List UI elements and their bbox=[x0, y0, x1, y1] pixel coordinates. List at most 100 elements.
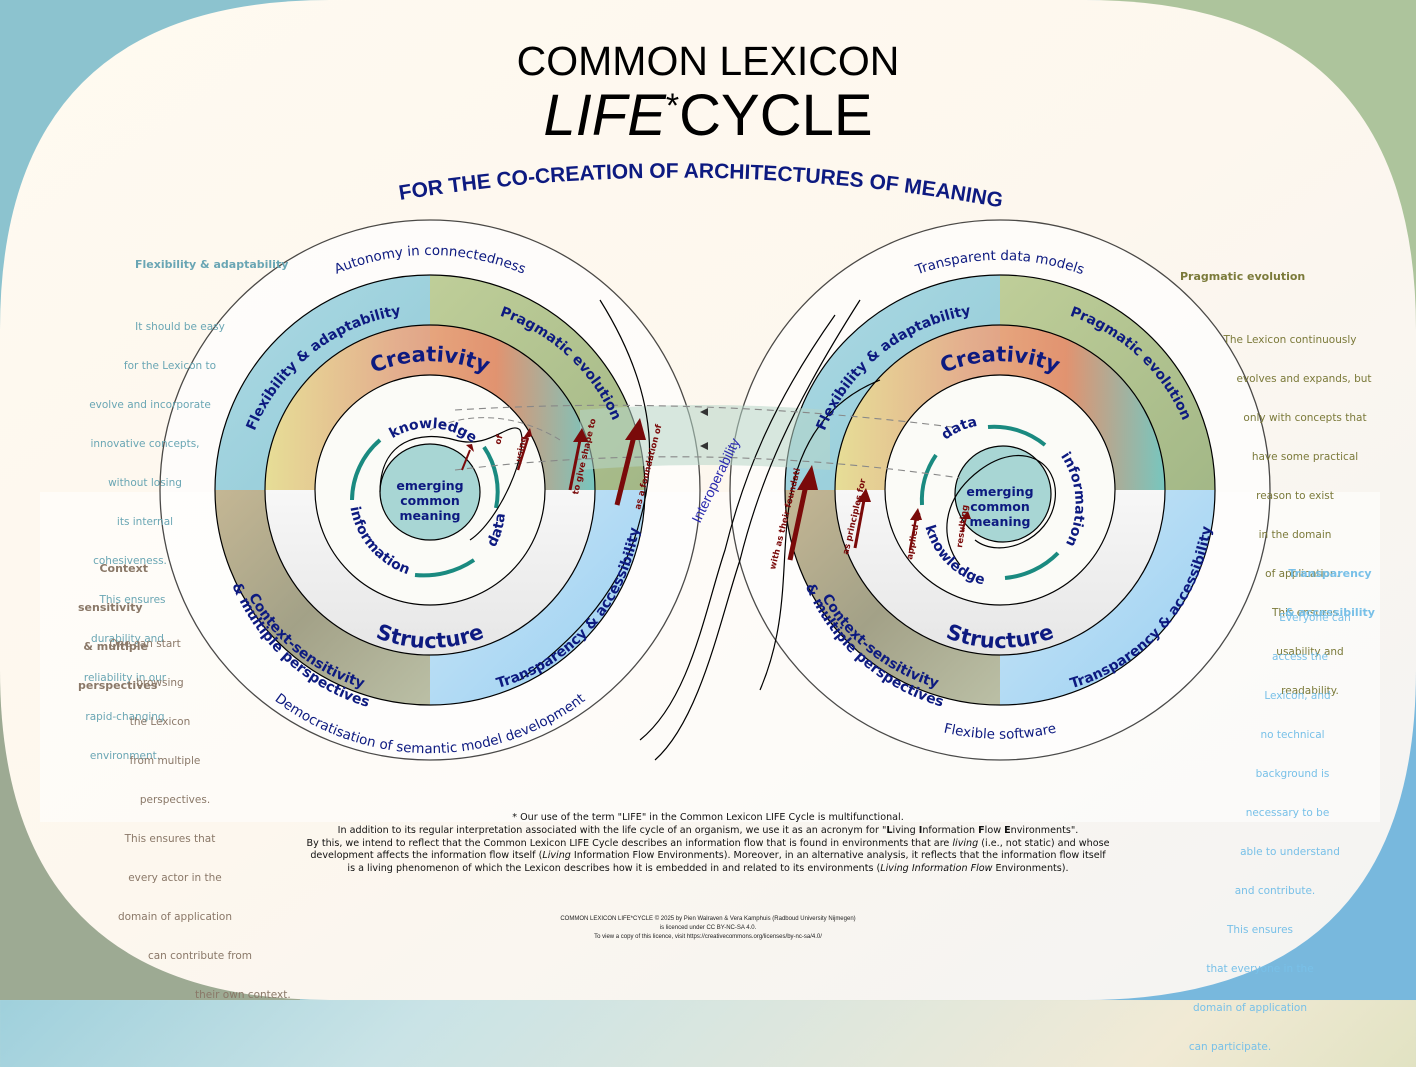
teal-arc bbox=[1004, 551, 1060, 580]
note-line: background is bbox=[1255, 768, 1330, 780]
pragmatic-note-heading: Pragmatic evolution bbox=[1180, 270, 1306, 283]
center-emerging-meaning bbox=[954, 445, 1052, 543]
pragmatic-note-body: The Lexicon continuously evolves and exp… bbox=[1215, 308, 1375, 711]
right-center-line2: common bbox=[970, 499, 1030, 514]
note-heading-line: sensitivity bbox=[78, 601, 143, 614]
acronym-letter: L bbox=[886, 824, 893, 836]
arrow-give-shape bbox=[568, 439, 582, 491]
footnote-text: (i.e., not static) and whose bbox=[978, 837, 1110, 849]
footnote-text: Environments). bbox=[992, 863, 1069, 875]
teal-arc bbox=[919, 453, 938, 506]
right-flow-arrows bbox=[787, 465, 971, 561]
right-center-line3: meaning bbox=[970, 514, 1031, 529]
footnote-text: ". bbox=[1070, 824, 1079, 836]
footnote-line-3: By this, we intend to reflect that the C… bbox=[0, 838, 1416, 851]
arrow-label-of: of bbox=[493, 434, 505, 446]
note-line: This ensures bbox=[1271, 607, 1339, 619]
note-line: environment. bbox=[89, 750, 161, 762]
note-heading-line: Context bbox=[99, 562, 148, 575]
teal-arc bbox=[350, 438, 382, 501]
spiral-line bbox=[946, 454, 1056, 566]
context-note-body: One can start browsing the Lexicon from … bbox=[85, 612, 290, 1015]
transparency-note-heading: Transparency & accessibility bbox=[1280, 541, 1380, 632]
note-line: necessary to be bbox=[1245, 807, 1330, 819]
left-center-line3: meaning bbox=[400, 508, 461, 523]
note-line: that everyone in the bbox=[1206, 963, 1314, 975]
right-lifecycle-circle bbox=[729, 219, 1271, 761]
note-heading-line: Transparency bbox=[1288, 567, 1372, 580]
flexibility-note-body: It should be easy for the Lexicon to evo… bbox=[60, 295, 230, 776]
note-line: its internal bbox=[116, 516, 174, 528]
arrow-principles bbox=[853, 499, 866, 549]
note-line: browsing bbox=[136, 677, 184, 689]
arrow-with-foundation bbox=[787, 484, 809, 561]
footnote-text: development affects the information flow… bbox=[310, 850, 543, 862]
title-line-2: LIFE*CYCLE bbox=[0, 82, 1416, 149]
note-line: rapid-changing bbox=[85, 711, 165, 723]
teal-arc bbox=[414, 558, 476, 578]
right-center-line1: emerging bbox=[966, 484, 1033, 499]
note-line: innovative concepts, bbox=[90, 438, 200, 450]
note-line: It should be easy bbox=[135, 321, 225, 333]
arrow-of bbox=[461, 449, 471, 471]
note-line: This ensures bbox=[1226, 924, 1294, 936]
credit-line-2: is licenced under CC BY-NC-SA 4.0. bbox=[659, 925, 757, 931]
note-line: access the bbox=[1272, 651, 1328, 663]
right-outer-bottom-label: Flexible software bbox=[942, 721, 1057, 743]
note-line: of application. bbox=[1265, 568, 1340, 580]
teal-arc bbox=[482, 445, 500, 509]
footnote-italic: living bbox=[952, 837, 979, 849]
note-line: in the domain bbox=[1258, 529, 1332, 541]
footnote-text: By this, we intend to reflect that the C… bbox=[306, 837, 953, 849]
note-line: domain of application bbox=[1192, 1002, 1308, 1014]
acronym-word: low bbox=[984, 824, 1005, 836]
note-line: The Lexicon continuously bbox=[1223, 334, 1357, 346]
credit-line-1: COMMON LEXICON LIFE*CYCLE © 2025 by Pien… bbox=[560, 916, 856, 922]
note-line: can participate. bbox=[1188, 1041, 1272, 1053]
note-line: perspectives. bbox=[139, 794, 211, 806]
note-line: domain of application bbox=[117, 911, 233, 923]
dashed-flow-line bbox=[454, 404, 961, 429]
arrow-foundation-of bbox=[614, 431, 638, 506]
note-line: from multiple bbox=[129, 755, 201, 767]
left-center-line2: common bbox=[400, 493, 460, 508]
diagram-canvas: FOR THE CO-CREATION OF ARCHITECTURES OF … bbox=[0, 0, 1416, 1000]
acronym-letter: F bbox=[978, 824, 985, 836]
note-line: can contribute from bbox=[147, 950, 253, 962]
acronym-letter: E bbox=[1004, 824, 1011, 836]
title-asterisk: * bbox=[665, 87, 680, 125]
note-line: usability and bbox=[1276, 646, 1344, 658]
flexibility-note-heading: Flexibility & adaptability bbox=[135, 258, 289, 271]
note-line: This ensures bbox=[99, 594, 166, 606]
acronym-word: iving bbox=[892, 824, 919, 836]
infinity-connector bbox=[429, 299, 961, 761]
footnote-line-4: development affects the information flow… bbox=[0, 850, 1416, 863]
credit-line-3: To view a copy of this licence, visit ht… bbox=[594, 934, 822, 940]
note-line: Everyone can bbox=[1279, 612, 1351, 624]
footnote-line-1: * Our use of the term "LIFE" in the Comm… bbox=[512, 812, 904, 823]
footnote-text: Information Flow Environments). Moreover… bbox=[570, 850, 1106, 862]
footnote-line-2: In addition to its regular interpretatio… bbox=[0, 825, 1416, 838]
arrow-using bbox=[516, 437, 530, 471]
note-line: One can start bbox=[109, 638, 181, 650]
note-line: the Lexicon bbox=[129, 716, 191, 728]
footnote-italic: Living Information Flow bbox=[880, 863, 993, 875]
note-line: durability and bbox=[91, 633, 164, 645]
note-line: no technical bbox=[1260, 729, 1325, 741]
teal-arc bbox=[987, 424, 1047, 447]
title-life: LIFE bbox=[543, 83, 666, 148]
left-lifecycle-circle bbox=[159, 219, 701, 761]
context-note-heading: Context sensitivity & multiple perspecti… bbox=[78, 536, 158, 705]
title-cycle: CYCLE bbox=[679, 83, 873, 148]
title-line-1: COMMON LEXICON bbox=[516, 38, 900, 84]
note-line: cohesiveness. bbox=[93, 555, 167, 567]
footnote-line-5: is a living phenomenon of which the Lexi… bbox=[0, 863, 1416, 876]
note-line: readability. bbox=[1281, 685, 1339, 697]
acronym-letter: I bbox=[918, 824, 923, 836]
note-line: able to understand bbox=[1240, 846, 1340, 858]
note-line: reliability in our bbox=[83, 672, 167, 684]
note-heading-line: perspectives bbox=[78, 679, 158, 692]
left-flow-arrows bbox=[461, 418, 646, 506]
acronym-word: nformation bbox=[922, 824, 979, 836]
license-credit: COMMON LEXICON LIFE*CYCLE © 2025 by Pien… bbox=[0, 915, 1416, 942]
